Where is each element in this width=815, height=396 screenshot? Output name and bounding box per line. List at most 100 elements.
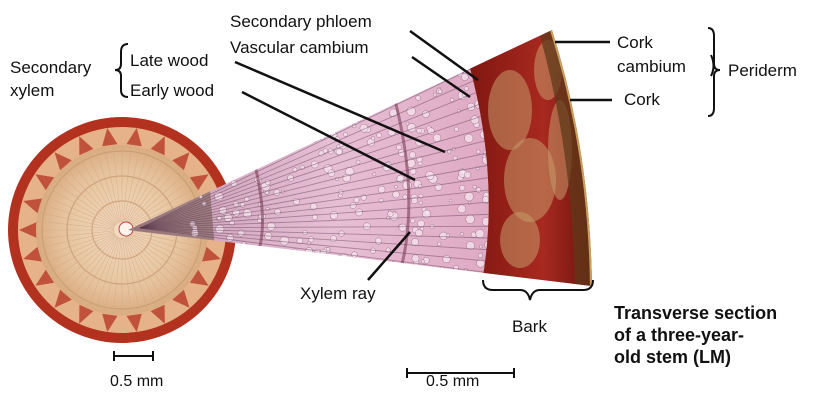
xylem-cell	[234, 258, 241, 265]
xylem-cell	[275, 209, 281, 215]
xylem-cell	[372, 67, 377, 72]
xylem-cell	[256, 117, 261, 122]
xylem-cell	[327, 75, 335, 83]
xylem-cell	[209, 48, 215, 54]
xylem-cell	[293, 93, 298, 98]
xylem-cell	[391, 262, 395, 266]
xylem-cell	[318, 66, 327, 75]
xylem-cell	[393, 77, 401, 85]
xylem-cell	[215, 129, 218, 132]
xylem-cell	[483, 155, 486, 158]
xylem-cell	[326, 83, 332, 89]
xylem-cell	[254, 75, 259, 80]
xylem-cell	[375, 67, 380, 72]
xylem-cell	[204, 106, 210, 112]
xylem-cell	[341, 276, 344, 279]
late-wood-label: Late wood	[130, 51, 208, 71]
xylem-cell	[244, 143, 250, 149]
xylem-cell	[364, 63, 369, 68]
xylem-cell	[454, 127, 458, 131]
xylem-cell	[226, 122, 232, 128]
xylem-cell	[306, 109, 313, 116]
xylem-cell	[290, 271, 298, 279]
xylem-cell	[261, 144, 266, 149]
xylem-cell	[214, 117, 220, 123]
xylem-cell	[222, 117, 225, 120]
xylem-cell	[478, 253, 482, 257]
xylem-cell	[420, 227, 424, 231]
xylem-cell	[219, 52, 223, 56]
xylem-cell	[388, 60, 396, 68]
xylem-cell	[324, 260, 331, 267]
xylem-cell	[336, 255, 343, 262]
xylem-cell	[261, 59, 266, 64]
xylem-cell	[310, 118, 318, 126]
xylem-cell	[288, 71, 295, 78]
xylem-cell	[326, 82, 333, 89]
xylem-cell	[414, 70, 419, 75]
xylem-cell	[476, 229, 485, 238]
xylem-cell	[378, 186, 385, 193]
xylem-cell	[449, 199, 452, 202]
xylem-cell	[195, 122, 200, 127]
xylem-cell	[312, 253, 318, 259]
xylem-cell	[326, 247, 330, 251]
xylem-cell	[393, 191, 400, 198]
figure-caption: Transverse section of a three-year- old …	[614, 302, 809, 368]
xylem-cell	[217, 157, 225, 165]
xylem-cell	[189, 130, 196, 137]
xylem-cell	[362, 77, 369, 84]
xylem-cell	[476, 188, 481, 193]
xylem-cell	[310, 134, 318, 142]
xylem-cell	[232, 131, 237, 136]
xylem-cell	[203, 132, 209, 138]
xylem-cell	[419, 201, 423, 205]
xylem-cell	[465, 192, 474, 201]
xylem-cell	[295, 268, 300, 273]
xylem-cell	[476, 150, 480, 154]
xylem-cell	[223, 136, 231, 144]
right-scale-label: 0.5 mm	[426, 372, 479, 392]
xylem-cell	[240, 203, 245, 208]
xylem-cell	[228, 133, 237, 142]
xylem-cell	[373, 173, 376, 176]
xylem-cell	[410, 86, 417, 93]
xylem-cell	[359, 259, 362, 262]
xylem-cell	[473, 185, 477, 189]
xylem-cell	[384, 79, 388, 83]
cork-cambium-label-line1: Cork	[617, 33, 653, 53]
xylem-cell	[488, 52, 491, 55]
xylem-cell	[191, 106, 199, 114]
xylem-cell	[270, 129, 275, 134]
xylem-cell	[323, 268, 331, 276]
xylem-cell	[318, 63, 327, 72]
xylem-cell	[220, 126, 227, 133]
xylem-cell	[223, 119, 229, 125]
xylem-cell	[437, 242, 441, 246]
xylem-cell	[309, 112, 317, 120]
xylem-cell	[211, 73, 215, 77]
xylem-cell	[222, 124, 226, 128]
xylem-cell	[396, 145, 401, 150]
xylem-cell	[243, 244, 249, 250]
xylem-cell	[230, 86, 233, 89]
xylem-cell	[328, 266, 333, 271]
xylem-cell	[333, 63, 337, 67]
xylem-cell	[209, 145, 213, 149]
xylem-cell	[412, 255, 419, 262]
xylem-cell	[280, 103, 286, 109]
secondary-phloem-label: Secondary phloem	[230, 12, 372, 32]
xylem-cell	[294, 64, 302, 72]
xylem-cell	[211, 59, 219, 67]
cork-cambium-label-line2: cambium	[617, 57, 686, 77]
xylem-cell	[261, 152, 268, 159]
xylem-cell	[229, 115, 236, 122]
xylem-cell	[245, 120, 248, 123]
xylem-cell	[438, 90, 442, 94]
xylem-cell	[231, 81, 236, 86]
xylem-cell	[297, 67, 303, 73]
xylem-cell	[255, 114, 263, 122]
xylem-cell	[464, 87, 468, 91]
xylem-cell	[419, 269, 426, 276]
xylem-cell	[345, 271, 350, 276]
